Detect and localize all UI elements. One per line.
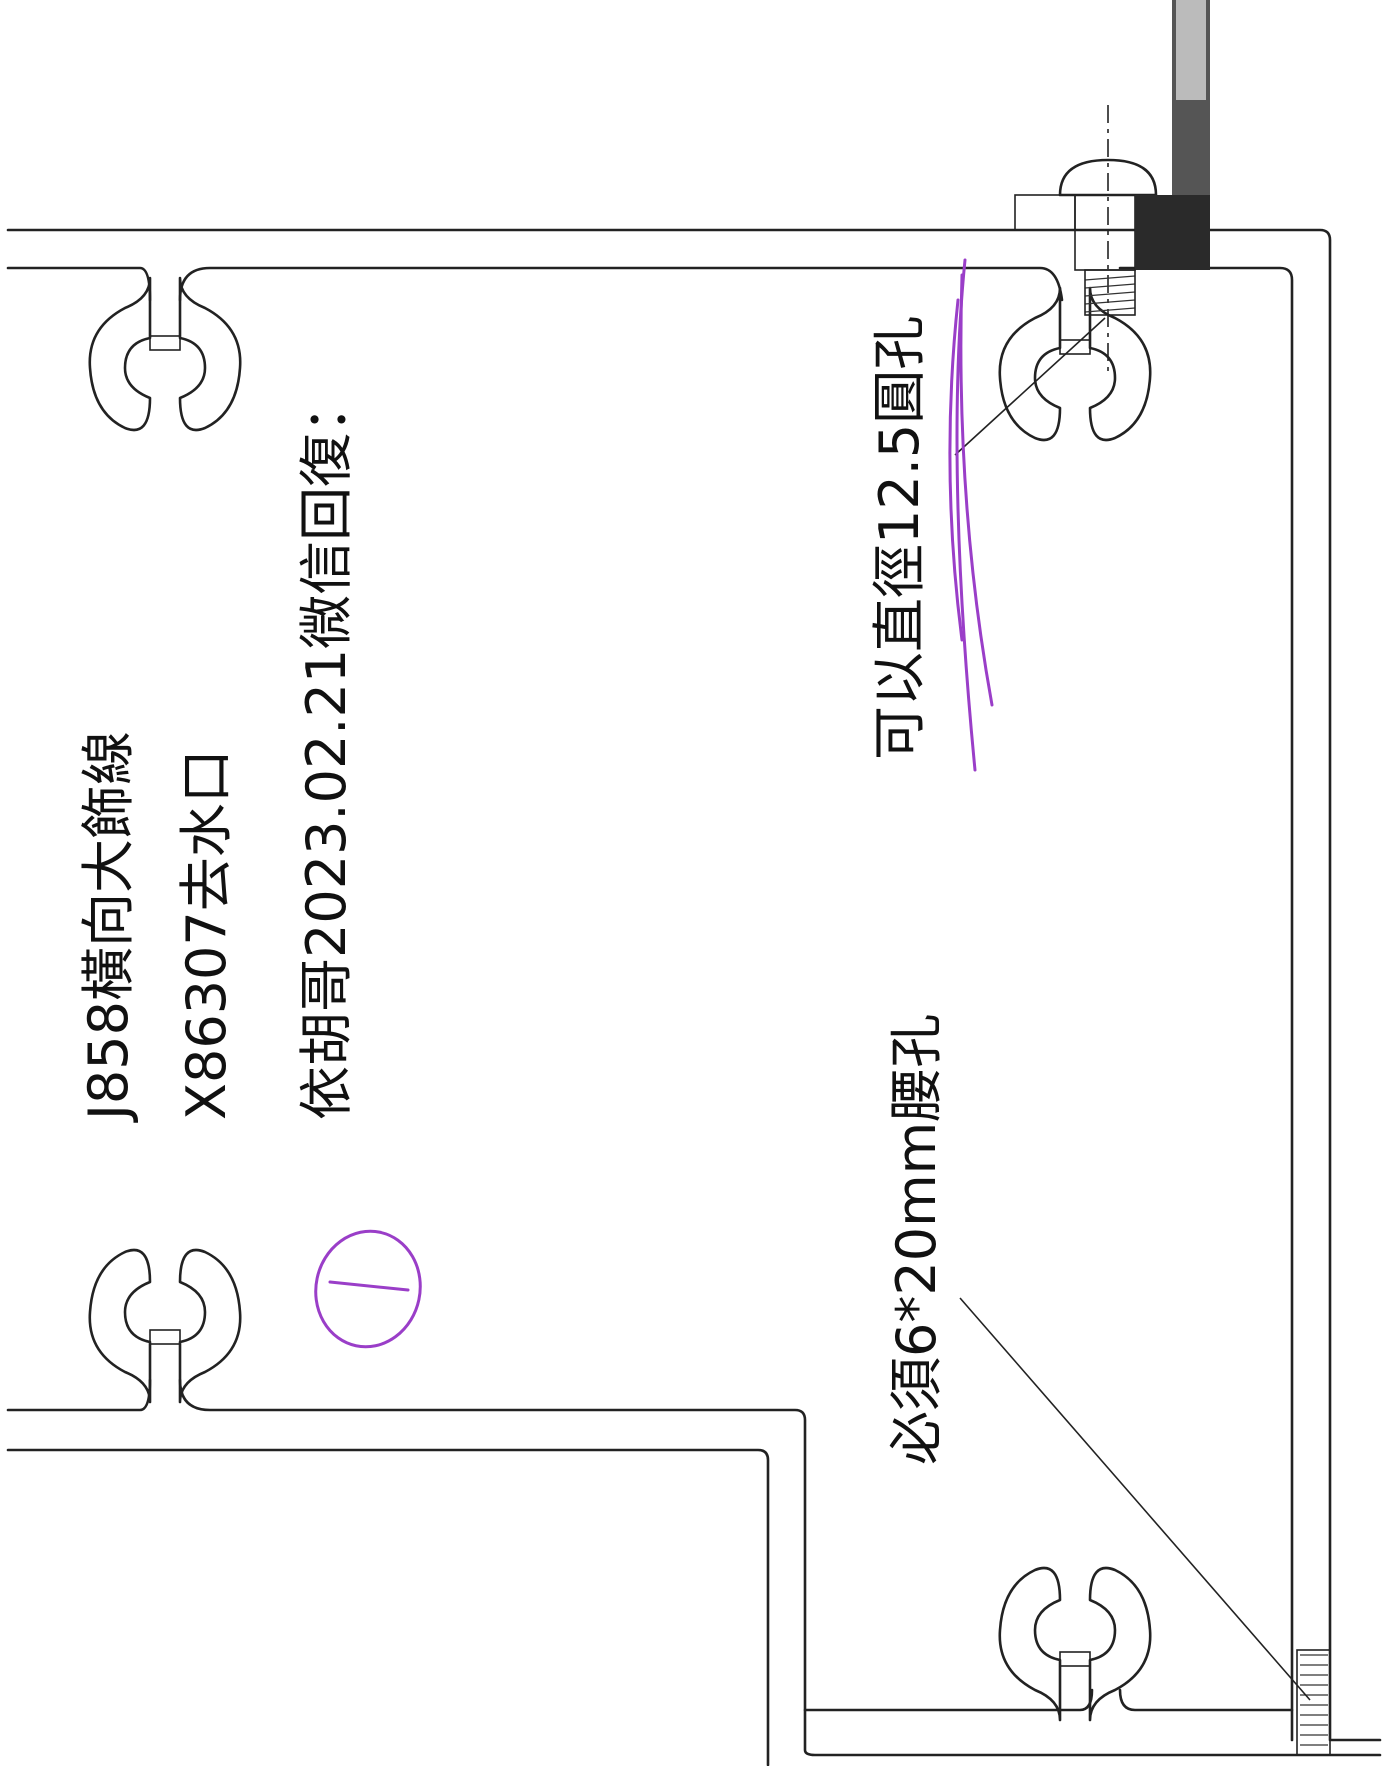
screw-boss-bottom-right bbox=[998, 1566, 1152, 1722]
leader-slot-hole bbox=[959, 1297, 1311, 1701]
round-hole-annotation: 可以直徑12.5圓孔 bbox=[868, 316, 931, 760]
profile-top-inner-edge bbox=[6, 266, 1064, 302]
threaded-rod bbox=[1172, 0, 1210, 195]
profile-lower-inner bbox=[6, 1448, 770, 1766]
profile-bottom-inner bbox=[803, 1688, 1294, 1712]
title-line-3: 依胡哥2023.02.21微信回復： bbox=[295, 379, 358, 1120]
circled-number-mark: 1 bbox=[314, 1229, 422, 1349]
slot-hole-annotation: 必須6*20mm腰孔 bbox=[885, 1014, 948, 1465]
slot-hole bbox=[1296, 1649, 1331, 1756]
leader-round-hole bbox=[954, 317, 1106, 456]
washer-block bbox=[1135, 195, 1210, 270]
title-line-2: X86307去水口 bbox=[175, 749, 238, 1120]
profile-inner-right-wall bbox=[1118, 266, 1294, 1742]
screw-assembly bbox=[1014, 0, 1210, 375]
screw-boss-top-left bbox=[88, 276, 242, 432]
screw-thread bbox=[1084, 275, 1136, 313]
profile-outer-outline bbox=[6, 228, 1382, 1742]
profile-lower-outline bbox=[6, 1378, 1382, 1757]
pen-strokes bbox=[948, 258, 994, 772]
screw-boss-top-right bbox=[998, 286, 1152, 442]
title-line-1: J858橫向大飾線 bbox=[77, 731, 140, 1123]
screw-boss-bottom-left bbox=[88, 1248, 242, 1404]
